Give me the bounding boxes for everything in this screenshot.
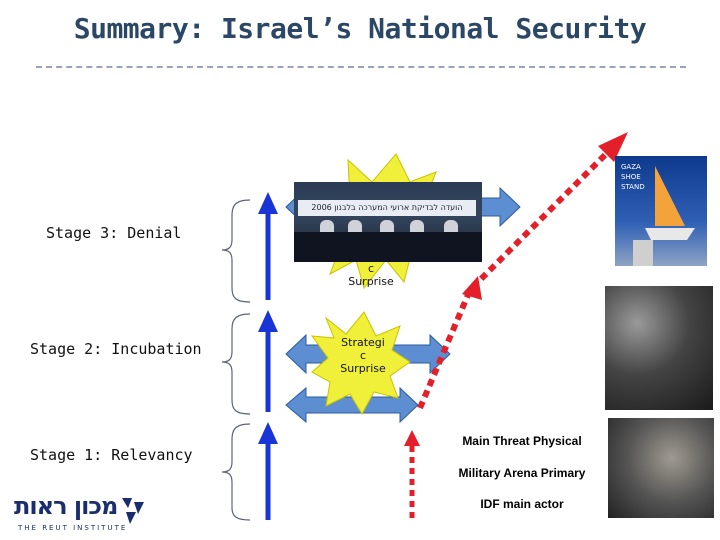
note-idf-actor: IDF main actor (480, 497, 564, 511)
title-divider (36, 66, 686, 68)
threat-arrow-long (417, 147, 613, 410)
crowd-photo (605, 286, 713, 410)
stage-3-label: Stage 3: Denial (46, 224, 182, 242)
logo-hebrew-text: מכון ראות (14, 492, 118, 520)
stage-1-label: Stage 1: Relevancy (30, 446, 193, 464)
logo-english-text: THE REUT INSTITUTE (18, 524, 128, 532)
surprise-burst-lower (310, 311, 411, 416)
soldiers-photo (608, 418, 714, 518)
vertical-blue-arrows (258, 192, 278, 520)
surprise-label-upper: c Surprise (348, 262, 394, 288)
logo-mark-icon (122, 498, 144, 524)
gaza-poster-image: GAZA SHOE STAND (615, 156, 707, 266)
reut-institute-logo: מכון ראות THE REUT INSTITUTE (4, 488, 154, 538)
double-arrow-stage-2-lower (285, 386, 419, 424)
note-main-threat: Main Threat Physical (462, 434, 582, 448)
note-military-arena: Military Arena Primary (458, 466, 586, 480)
press-conference-photo: הועדה לבדיקת ארועי המערכה בלבנון 2006 (294, 182, 482, 262)
press-banner-text: הועדה לבדיקת ארועי המערכה בלבנון 2006 (298, 200, 476, 216)
stage-1-brace (221, 423, 251, 521)
stage-3-brace (221, 199, 251, 303)
page-title: Summary: Israel’s National Security (73, 12, 647, 45)
stage-2-label: Stage 2: Incubation (30, 340, 202, 358)
stage-2-brace (221, 313, 251, 415)
surprise-label-lower: Strategi c Surprise (340, 336, 386, 375)
